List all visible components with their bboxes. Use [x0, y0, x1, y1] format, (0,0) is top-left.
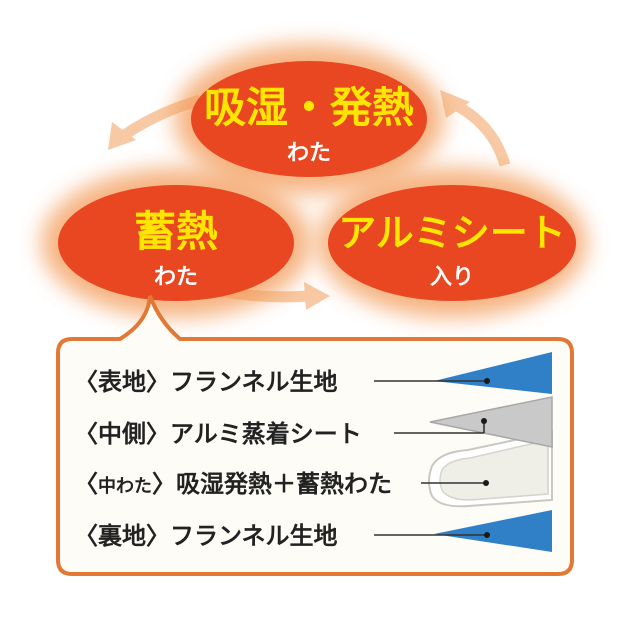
oval-top-main: 吸湿・発熱 [204, 83, 414, 132]
layer-back-flannel-shape [434, 510, 552, 552]
layer-row: 〈中わた〉吸湿発熱＋蓄熱わた [74, 470, 392, 498]
oval-left-main: 蓄熱 [134, 207, 218, 256]
oval-moisture-heat: 吸湿・発熱 わた [191, 61, 427, 177]
oval-heat-storage: 蓄熱 わた [58, 185, 294, 301]
layer-row: 〈裏地〉フランネル生地 [74, 522, 338, 550]
layer-row: 〈中側〉アルミ蒸着シート [74, 420, 362, 448]
layer-material: アルミ蒸着シート [170, 420, 362, 448]
layer-panel: 〈表地〉フランネル生地 〈中側〉アルミ蒸着シート 〈中わた〉吸湿発熱＋蓄熱わた … [56, 295, 574, 576]
layer-row: 〈表地〉フランネル生地 [74, 368, 338, 396]
layer-position: 中側 [98, 420, 146, 448]
layer-material: フランネル生地 [170, 368, 338, 396]
oval-right-main: アルミシート [338, 211, 566, 255]
arrow-head-top [440, 90, 470, 118]
layer-material: フランネル生地 [170, 522, 338, 550]
layer-aluminum-shape [429, 396, 553, 448]
layer-position: 裏地 [97, 522, 146, 550]
arrow-head-right [304, 282, 330, 310]
oval-right-sub: 入り [430, 265, 474, 290]
layer-position: 中わた [98, 475, 152, 497]
oval-aluminum-sheet: アルミシート 入り [328, 185, 576, 301]
layer-shapes [428, 352, 553, 552]
oval-left-sub: わた [154, 265, 198, 290]
oval-top-sub: わた [287, 141, 331, 166]
leader-lines [374, 378, 490, 538]
layer-material: 吸湿発熱＋蓄熱わた [176, 470, 392, 498]
arrow-head-left [108, 122, 136, 150]
layer-face-flannel-shape [434, 352, 552, 394]
layer-position: 表地 [98, 368, 146, 396]
layer-labels: 〈表地〉フランネル生地 〈中側〉アルミ蒸着シート 〈中わた〉吸湿発熱＋蓄熱わた … [74, 368, 392, 550]
